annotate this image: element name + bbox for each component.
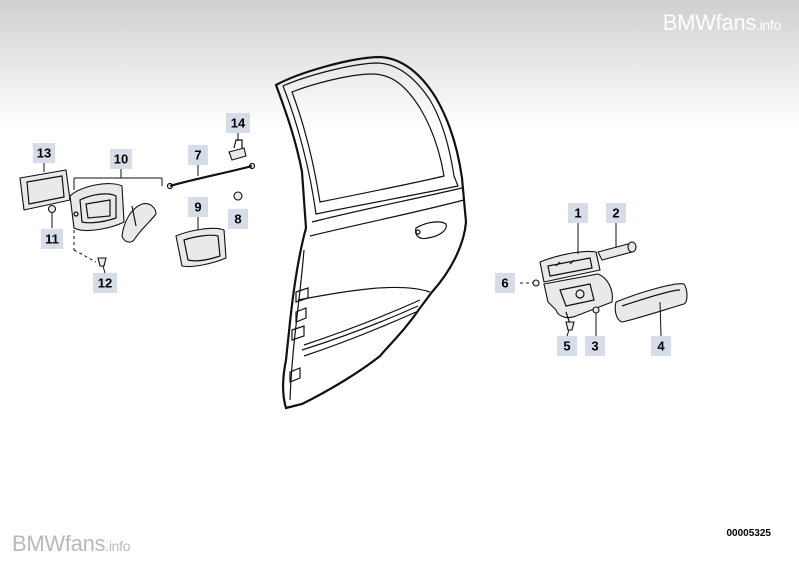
- svg-text:2: 2: [612, 206, 619, 221]
- svg-text:9: 9: [194, 200, 201, 215]
- watermark-bottom-brand: BMWfans: [12, 531, 106, 556]
- svg-text:1: 1: [574, 206, 581, 221]
- watermark-bottom: BMWfans.info: [12, 531, 131, 557]
- part-8-plug: [233, 191, 243, 201]
- callout-6: 6: [495, 273, 515, 293]
- callout-9: 9: [188, 197, 208, 230]
- svg-text:4: 4: [657, 339, 665, 354]
- callout-11: 11: [41, 229, 63, 249]
- watermark-top-brand: BMWfans: [662, 10, 757, 35]
- callout-5: 5: [557, 329, 577, 356]
- svg-text:14: 14: [231, 116, 246, 131]
- svg-text:11: 11: [45, 232, 59, 247]
- part-6-screw: [520, 279, 540, 287]
- part-11-screw: [47, 204, 57, 228]
- callout-4: 4: [651, 301, 671, 356]
- svg-text:8: 8: [234, 212, 241, 227]
- watermark-bottom-suffix: .info: [105, 538, 131, 554]
- part-2-lock-cylinder: [597, 241, 637, 261]
- part-12-screw: [73, 230, 107, 267]
- svg-text:3: 3: [591, 339, 598, 354]
- diagram-code: 00005325: [726, 528, 772, 539]
- callout-3: 3: [585, 336, 605, 356]
- callout-14: 14: [226, 113, 250, 141]
- part-13-trim-cover: [19, 169, 71, 211]
- part-7-rod: [166, 162, 256, 190]
- callout-8: 8: [228, 209, 248, 229]
- watermark-top-suffix: .info: [756, 17, 781, 33]
- part-14-clip: [228, 139, 247, 161]
- svg-text:7: 7: [194, 148, 201, 163]
- part-9-frame: [175, 227, 227, 268]
- svg-text:10: 10: [114, 152, 128, 167]
- callout-12: 12: [93, 265, 117, 293]
- callout-7: 7: [188, 145, 208, 176]
- svg-text:6: 6: [501, 276, 508, 291]
- svg-text:13: 13: [37, 146, 51, 161]
- svg-text:5: 5: [563, 339, 570, 354]
- callout-1: 1: [568, 203, 588, 254]
- svg-text:12: 12: [98, 276, 112, 291]
- part-4-outer-handle: [614, 283, 688, 323]
- part-3-screw: [592, 306, 600, 336]
- callout-13: 13: [33, 143, 55, 172]
- part-5-mechanism: [543, 273, 613, 331]
- watermark-top: BMWfans.info: [662, 10, 782, 36]
- rear-door-illustration: [274, 55, 468, 410]
- callout-2: 2: [606, 203, 626, 247]
- header-gradient: [0, 0, 799, 130]
- callout-10: 10: [73, 149, 163, 190]
- part-1-handle-carrier: [539, 250, 601, 283]
- part-10-handle-housing: [69, 183, 157, 243]
